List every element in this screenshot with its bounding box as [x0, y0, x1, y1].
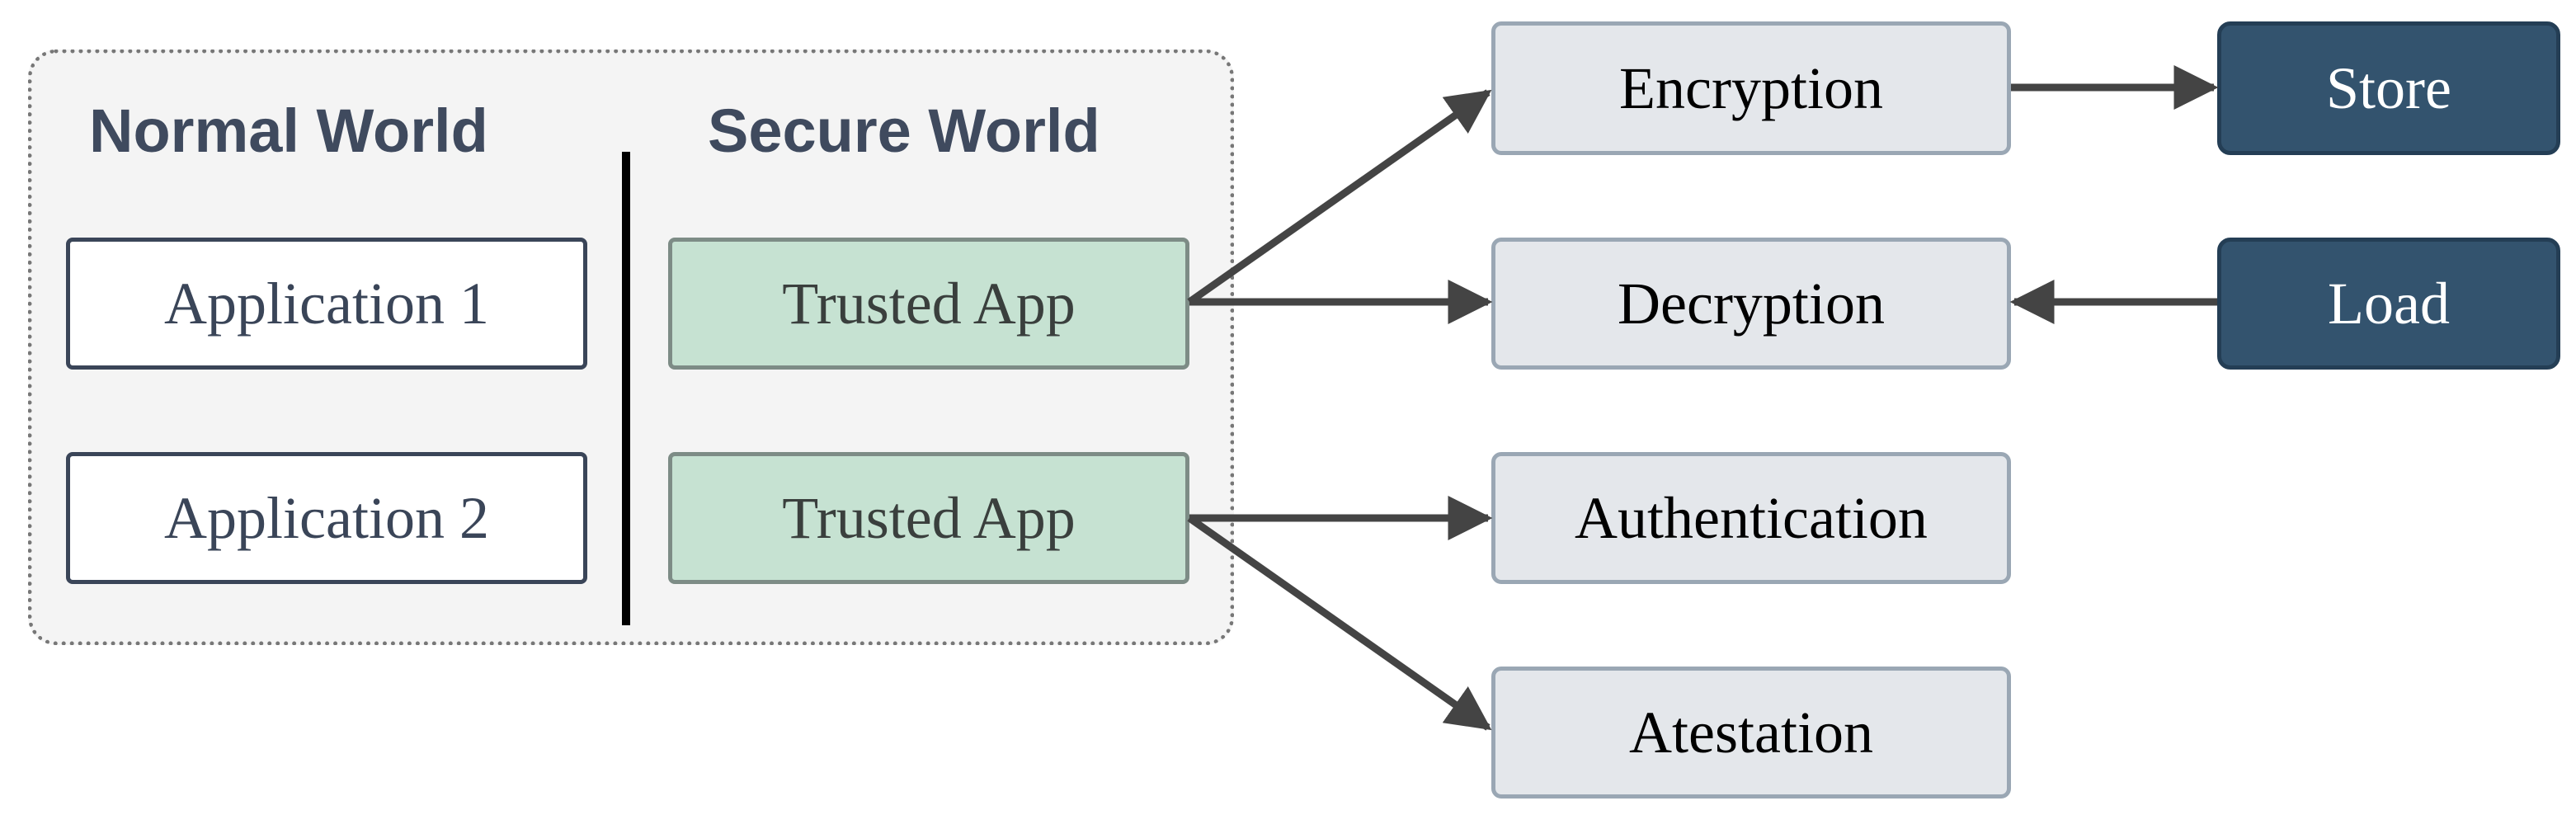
- application-1-box: Application 1: [66, 238, 587, 370]
- encryption-box: Encryption: [1491, 21, 2011, 155]
- store-box: Store: [2217, 21, 2560, 155]
- decryption-label: Decryption: [1618, 271, 1885, 337]
- decryption-box: Decryption: [1491, 238, 2011, 370]
- arrow-trusted-to-encryption: [1187, 89, 1492, 305]
- authentication-label: Authentication: [1575, 485, 1928, 551]
- store-label: Store: [2326, 55, 2451, 121]
- trusted-app-1-box: Trusted App: [668, 238, 1189, 370]
- normal-world-title: Normal World: [89, 97, 488, 165]
- authentication-box: Authentication: [1491, 452, 2011, 584]
- application-2-box: Application 2: [66, 452, 587, 584]
- application-2-label: Application 2: [164, 485, 489, 551]
- load-box: Load: [2217, 238, 2560, 370]
- application-1-label: Application 1: [164, 271, 489, 337]
- attestation-label: Atestation: [1629, 700, 1873, 766]
- trusted-app-1-label: Trusted App: [782, 271, 1076, 337]
- trusted-app-2-box: Trusted App: [668, 452, 1189, 584]
- arrow-trusted-to-attestation: [1187, 515, 1492, 731]
- trusted-app-2-label: Trusted App: [782, 485, 1076, 551]
- attestation-box: Atestation: [1491, 667, 2011, 799]
- encryption-label: Encryption: [1619, 55, 1883, 121]
- load-label: Load: [2328, 271, 2450, 337]
- secure-world-title: Secure World: [708, 97, 1100, 165]
- world-divider: [622, 152, 630, 625]
